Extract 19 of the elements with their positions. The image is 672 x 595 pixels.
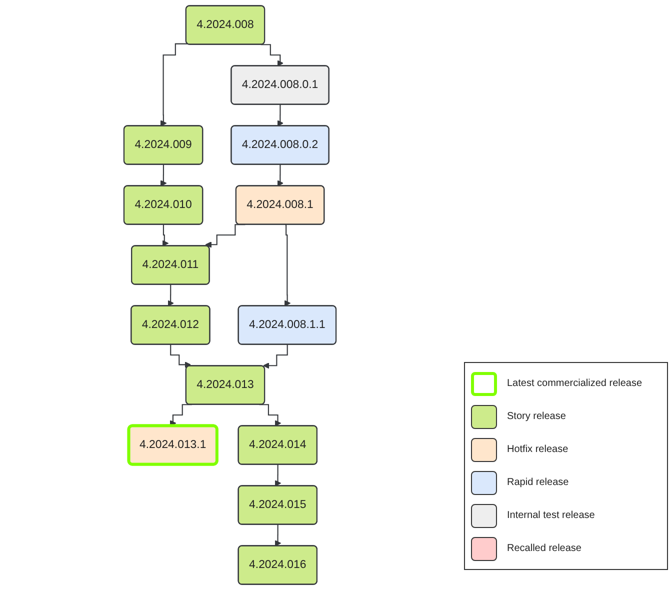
arrow <box>284 224 291 306</box>
legend-label: Internal test release <box>507 510 595 521</box>
arrow <box>274 524 282 546</box>
legend-label: Rapid release <box>507 477 569 488</box>
arrow <box>160 43 188 126</box>
legend-label: Recalled release <box>507 543 582 554</box>
legend-label: Hotfix release <box>507 444 568 455</box>
arrow <box>260 44 284 66</box>
arrow <box>170 344 191 368</box>
arrow <box>168 284 174 306</box>
arrow <box>274 464 282 486</box>
arrow <box>277 104 284 126</box>
arrow <box>162 224 169 246</box>
arrow <box>160 164 167 186</box>
arrow <box>170 404 192 426</box>
legend-label: Latest commercialized release <box>507 378 642 389</box>
arrow <box>277 164 284 186</box>
legend-label: Story release <box>507 411 566 422</box>
arrow <box>263 344 288 369</box>
